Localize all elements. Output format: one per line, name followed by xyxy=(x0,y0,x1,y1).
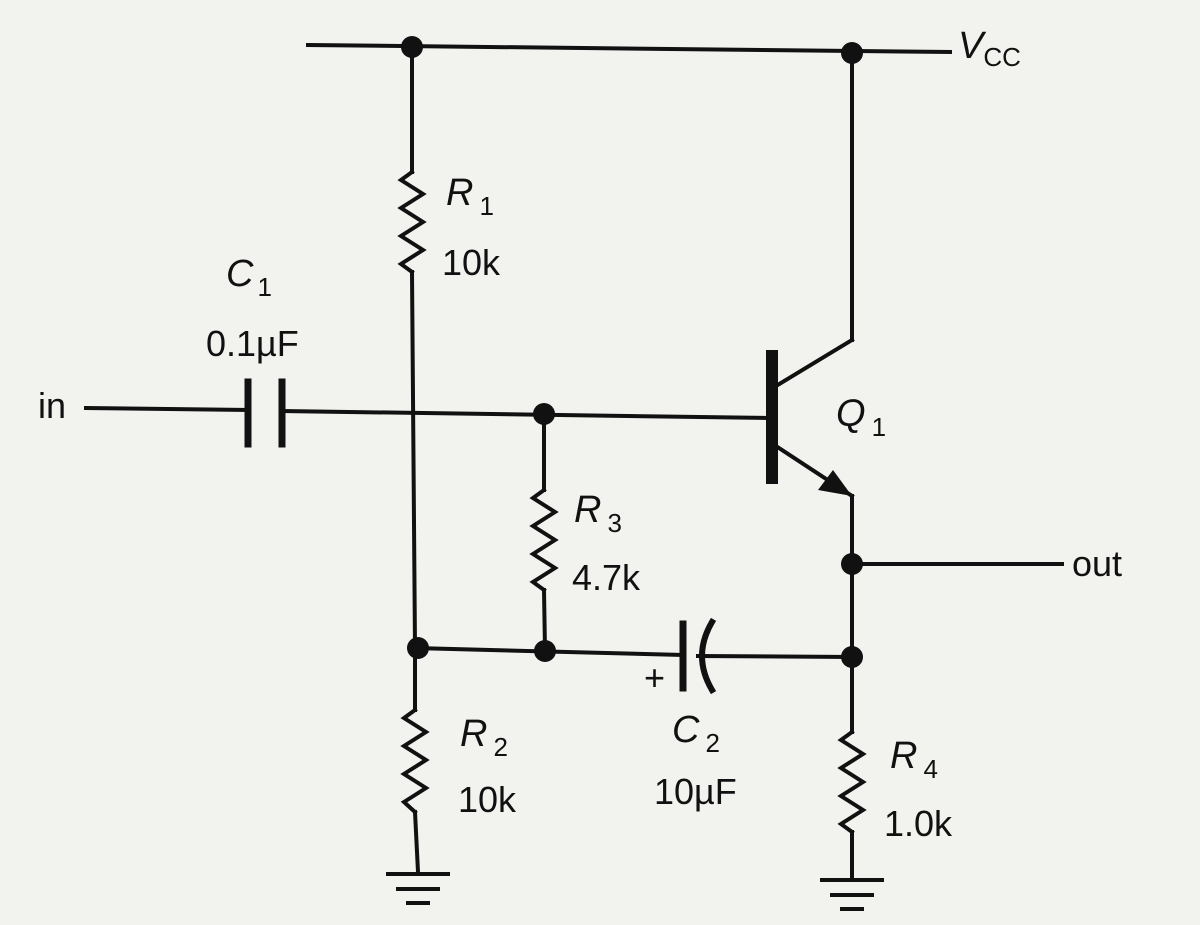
base-wire xyxy=(279,408,771,421)
junction-nodes xyxy=(401,36,863,668)
c2-value: 10µF xyxy=(654,771,737,812)
r2-resistor xyxy=(400,707,430,815)
r1-value: 10k xyxy=(442,242,501,283)
junction-node xyxy=(407,637,429,659)
r4-resistor xyxy=(837,729,867,835)
q1-transistor xyxy=(766,337,855,499)
junction-node xyxy=(841,42,863,64)
c1-value: 0.1µF xyxy=(206,323,299,364)
r1-resistor xyxy=(397,169,427,275)
junction-node xyxy=(401,36,423,58)
r2-value: 10k xyxy=(458,779,517,820)
input-wire xyxy=(83,405,251,413)
output-label: out xyxy=(1072,543,1122,584)
junction-node xyxy=(841,646,863,668)
r4-value: 1.0k xyxy=(884,803,953,844)
input-label: in xyxy=(38,385,66,426)
ground-symbol-right xyxy=(820,878,884,911)
junction-node xyxy=(533,403,555,425)
r3-resistor xyxy=(529,487,559,593)
r3-value: 4.7k xyxy=(572,557,641,598)
c1-capacitor xyxy=(244,378,286,448)
junction-node xyxy=(841,553,863,575)
junction-node xyxy=(534,640,556,662)
ground-symbol-left xyxy=(386,872,450,905)
r3-bottom-wire xyxy=(541,587,548,653)
emitter-arrow-icon xyxy=(818,470,852,496)
r1-bottom-wire xyxy=(409,269,418,651)
c2-right-wire xyxy=(695,653,855,660)
vcc-label: VCC xyxy=(958,25,1021,72)
r2-bottom-wire xyxy=(412,809,421,875)
c2-polarity-mark: + xyxy=(644,657,665,698)
